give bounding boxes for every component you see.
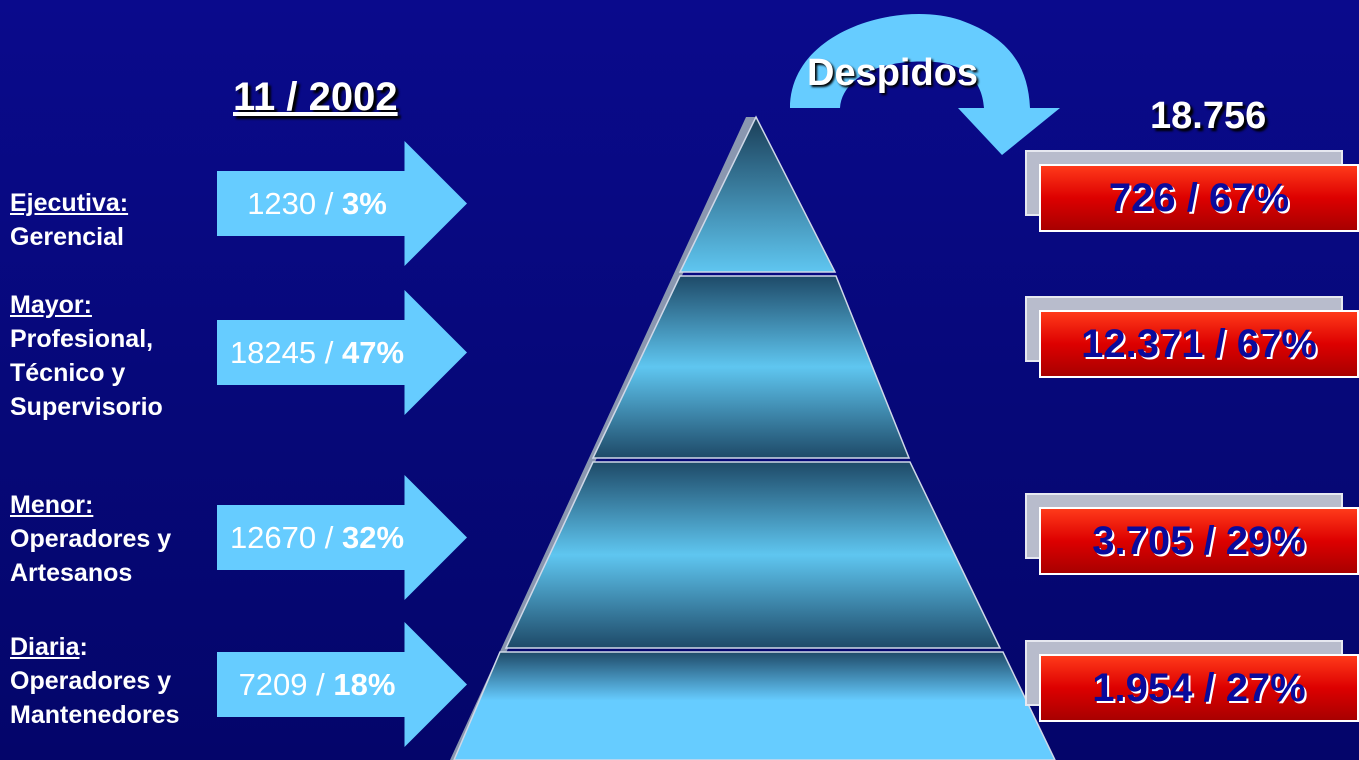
curved-arrow-icon [790, 13, 1060, 155]
category-line: Operadores y [10, 667, 172, 695]
result-card-ejecutiva: 726 / 67% [1039, 164, 1359, 232]
value-sep: / [316, 519, 342, 555]
pyramid-tier-2 [591, 275, 911, 459]
category-line: Mantenedores [10, 701, 180, 729]
category-head-suffix: : [79, 633, 88, 661]
category-line: Supervisorio [10, 393, 163, 421]
result-card-mayor: 12.371 / 67% [1039, 310, 1359, 378]
arrow-value: 12670 / 32% [217, 475, 417, 600]
total-title: 18.756 [1150, 95, 1267, 137]
category-diaria: Diaria: Operadores y Mantenedores [10, 630, 179, 732]
value-pct: 32% [342, 519, 405, 555]
category-head: Diaria [10, 633, 80, 661]
value-pct: 3% [342, 185, 387, 221]
value-count: 1230 [247, 185, 317, 221]
value-pct: 18% [333, 666, 396, 702]
value-count: 7209 [238, 666, 308, 702]
value-sep: / [316, 185, 342, 221]
date-title: 11 / 2002 [233, 75, 398, 119]
value-pct: 47% [342, 334, 405, 370]
category-line: Técnico y [10, 359, 126, 387]
result-card-diaria: 1.954 / 27% [1039, 654, 1359, 722]
result-card-menor: 3.705 / 29% [1039, 507, 1359, 575]
pyramid-tier-3 [504, 461, 1002, 649]
category-head: Menor: [10, 491, 94, 519]
value-sep: / [316, 334, 342, 370]
arrow-value: 1230 / 3% [217, 141, 417, 266]
value-count: 12670 [229, 519, 317, 555]
category-line: Profesional, [10, 325, 154, 353]
value-sep: / [307, 666, 334, 702]
arrow-value: 18245 / 47% [217, 290, 417, 415]
pyramid-tier-1 [678, 115, 837, 273]
category-line: Artesanos [10, 559, 133, 587]
pyramid-tier-4 [453, 651, 1056, 760]
value-count: 18245 [229, 334, 317, 370]
category-line: Operadores y [10, 525, 172, 553]
category-ejecutiva: Ejecutiva: Gerencial [10, 186, 128, 254]
arrow-value: 7209 / 18% [217, 622, 417, 747]
category-menor: Menor: Operadores y Artesanos [10, 488, 171, 590]
category-mayor: Mayor: Profesional, Técnico y Supervisor… [10, 288, 163, 424]
category-head: Mayor: [10, 291, 92, 319]
category-head: Ejecutiva: [10, 189, 129, 217]
category-line: Gerencial [10, 223, 124, 251]
despidos-label: Despidos [807, 52, 979, 94]
category-head-row: Diaria: [10, 630, 179, 664]
